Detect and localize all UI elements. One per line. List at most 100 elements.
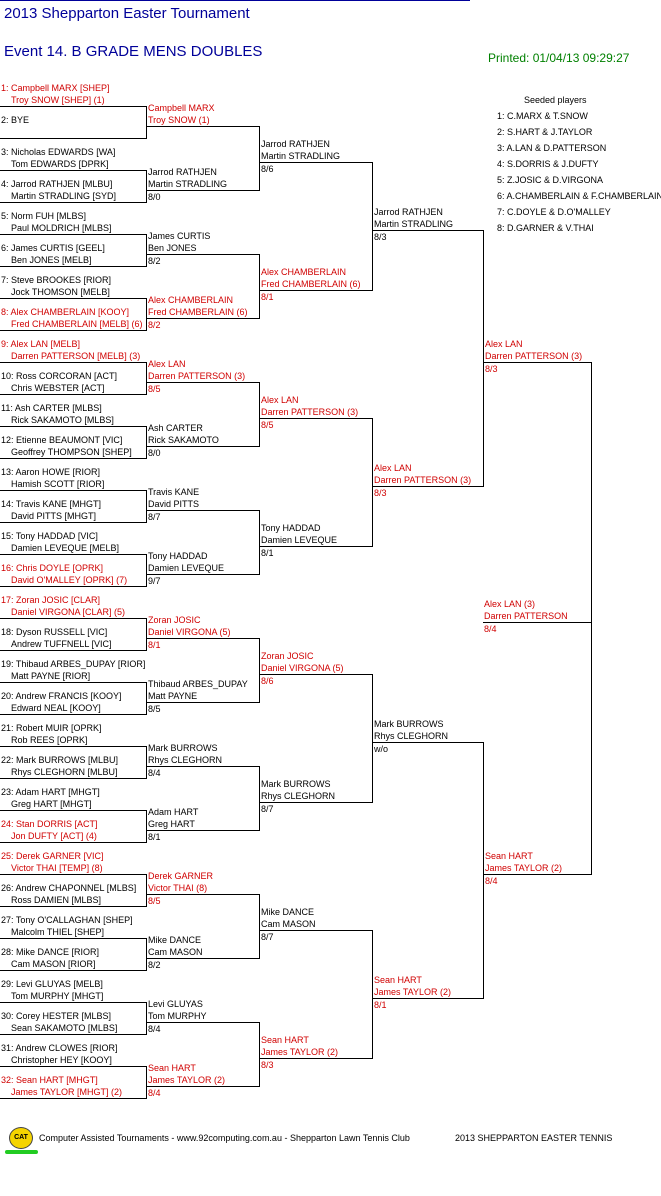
round3-line (259, 162, 372, 163)
seeded-player: 2: S.HART & J.TAYLOR (497, 127, 593, 137)
draw-entry: 19: Thibaud ARBES_DUPAY [RIOR] (1, 659, 146, 669)
round4-player-b: James TAYLOR (2) (374, 987, 452, 997)
draw-entry: 29: Levi GLUYAS [MELB] (1, 979, 103, 989)
draw-partner: David O'MALLEY [OPRK] (7) (11, 575, 128, 585)
bracket-connector (146, 1002, 147, 1035)
draw-entry: 12: Etienne BEAUMONT [VIC] (1, 435, 123, 445)
draw-partner: Troy SNOW [SHEP] (1) (11, 95, 105, 105)
draw-partner: Tom EDWARDS [DPRK] (11, 159, 109, 169)
draw-line (0, 714, 146, 715)
final-line (483, 622, 591, 623)
bracket-connector (483, 230, 484, 487)
round5-player-b: James TAYLOR (2) (485, 863, 563, 873)
round3-score: 8/1 (261, 548, 274, 558)
round2-player-a: Derek GARNER (148, 871, 214, 881)
bracket-connector (259, 638, 260, 703)
round2-player-b: Troy SNOW (1) (148, 115, 210, 125)
round3-line (259, 674, 372, 675)
round2-player-a: Mark BURROWS (148, 743, 218, 753)
round2-line (146, 1022, 259, 1023)
cat-logo-icon: CAT (9, 1127, 33, 1149)
bracket-connector (146, 746, 147, 779)
round2-line (146, 1086, 259, 1087)
bracket-connector (259, 766, 260, 831)
round3-line (259, 418, 372, 419)
round3-player-a: Sean HART (261, 1035, 309, 1045)
round4-player-b: Rhys CLEGHORN (374, 731, 449, 741)
draw-entry: 25: Derek GARNER [VIC] (1, 851, 104, 861)
draw-line (0, 426, 146, 427)
round4-line (372, 230, 483, 231)
printed-timestamp: Printed: 01/04/13 09:29:27 (488, 51, 630, 65)
draw-entry: 11: Ash CARTER [MLBS] (1, 403, 102, 413)
round2-player-b: Darren PATTERSON (3) (148, 371, 246, 381)
bracket-connector (259, 382, 260, 447)
round3-line (259, 1058, 372, 1059)
round5-player-b: Darren PATTERSON (3) (485, 351, 583, 361)
bracket-connector (146, 618, 147, 651)
draw-entry: 16: Chris DOYLE [OPRK] (1, 563, 104, 573)
round4-score: 8/3 (374, 232, 387, 242)
round2-line (146, 126, 259, 127)
round3-player-a: Alex CHAMBERLAIN (261, 267, 347, 277)
draw-partner: Rob REES [OPRK] (11, 735, 88, 745)
bracket-connector (146, 298, 147, 331)
round4-score: 8/3 (374, 488, 387, 498)
draw-line (0, 170, 146, 171)
draw-line (0, 874, 146, 875)
round2-player-a: Campbell MARX (148, 103, 215, 113)
draw-entry: 17: Zoran JOSIC [CLAR] (1, 595, 101, 605)
round2-player-a: Jarrod RATHJEN (148, 167, 217, 177)
bracket-connector (146, 874, 147, 907)
footer-credits: Computer Assisted Tournaments - www.92co… (39, 1133, 410, 1143)
round2-line (146, 574, 259, 575)
draw-line (0, 778, 146, 779)
draw-partner: Rick SAKAMOTO [MLBS] (11, 415, 114, 425)
round2-player-b: Daniel VIRGONA (5) (148, 627, 231, 637)
round2-player-b: Matt PAYNE (148, 691, 198, 701)
draw-entry: 18: Dyson RUSSELL [VIC] (1, 627, 108, 637)
round2-line (146, 318, 259, 319)
round2-player-a: Alex LAN (148, 359, 186, 369)
bracket-connector (146, 1066, 147, 1099)
footer-event-name: 2013 SHEPPARTON EASTER TENNIS (455, 1133, 613, 1143)
round2-player-a: James CURTIS (148, 231, 211, 241)
round2-score: 8/2 (148, 960, 161, 970)
draw-partner: Andrew TUFFNELL [VIC] (11, 639, 112, 649)
draw-line (0, 682, 146, 683)
draw-line (0, 938, 146, 939)
round4-player-a: Alex LAN (374, 463, 412, 473)
draw-entry: 26: Andrew CHAPONNEL [MLBS] (1, 883, 137, 893)
round2-score: 8/4 (148, 1024, 161, 1034)
draw-entry: 23: Adam HART [MHGT] (1, 787, 100, 797)
draw-entry: 24: Stan DORRIS [ACT] (1, 819, 98, 829)
round5-line (483, 362, 591, 363)
seeded-player: 3: A.LAN & D.PATTERSON (497, 143, 607, 153)
round2-line (146, 958, 259, 959)
draw-entry: 22: Mark BURROWS [MLBU] (1, 755, 119, 765)
round4-score: 8/1 (374, 1000, 387, 1010)
draw-entry: 1: Campbell MARX [SHEP] (1, 83, 110, 93)
draw-partner: Fred CHAMBERLAIN [MELB] (6) (11, 319, 143, 329)
round3-player-a: Tony HADDAD (261, 523, 321, 533)
draw-line (0, 650, 146, 651)
draw-partner: Ross DAMIEN [MLBS] (11, 895, 102, 905)
bracket-connector (146, 170, 147, 203)
round2-player-a: Adam HART (148, 807, 199, 817)
seeded-player: 6: A.CHAMBERLAIN & F.CHAMBERLAIN (497, 191, 661, 201)
draw-partner: Edward NEAL [KOOY] (11, 703, 101, 713)
round2-player-b: Rhys CLEGHORN (148, 755, 223, 765)
draw-line (0, 330, 146, 331)
round2-score: 8/0 (148, 192, 161, 202)
draw-entry: 9: Alex LAN [MELB] (1, 339, 81, 349)
bracket-connector (146, 554, 147, 587)
draw-partner: James TAYLOR [MHGT] (2) (11, 1087, 123, 1097)
round2-line (146, 894, 259, 895)
draw-line (0, 970, 146, 971)
bracket-connector (259, 1022, 260, 1087)
round4-player-a: Mark BURROWS (374, 719, 444, 729)
seeded-player: 1: C.MARX & T.SNOW (497, 111, 588, 121)
round2-score: 9/7 (148, 576, 161, 586)
round3-player-b: Damien LEVEQUE (261, 535, 338, 545)
draw-partner: Daniel VIRGONA [CLAR] (5) (11, 607, 126, 617)
